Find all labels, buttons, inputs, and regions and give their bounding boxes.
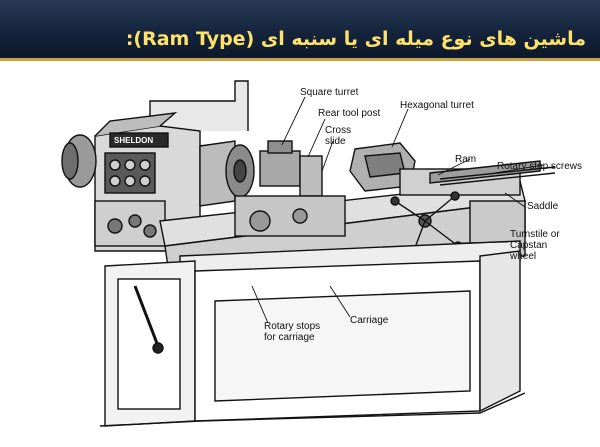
nameplate-label: SHELDON bbox=[114, 136, 154, 145]
label-rotary-stops-line2: for carriage bbox=[264, 332, 315, 343]
label-hexagonal-turret: Hexagonal turret bbox=[400, 100, 474, 111]
slide-title: ماشین های نوع میله ای یا سنبه ای (Ram Ty… bbox=[125, 28, 586, 50]
ram-type-lathe-illustration bbox=[61, 80, 556, 427]
label-turnstile-line2: Capstan bbox=[510, 240, 548, 251]
square-turret-body bbox=[259, 150, 301, 187]
label-rotary-stops-line1: Rotary stops bbox=[264, 321, 321, 332]
left-cabinet-door bbox=[117, 278, 181, 410]
label-turnstile-line3: wheel bbox=[510, 251, 537, 262]
rear-tool-post-body bbox=[299, 155, 323, 197]
label-turnstile-line1: Turnstile or bbox=[510, 229, 560, 240]
label-square-turret: Square turret bbox=[300, 87, 359, 98]
rear-guard-panel bbox=[149, 80, 249, 131]
header-divider bbox=[0, 58, 600, 61]
label-ram: Ram bbox=[455, 154, 477, 165]
gearbox-dials bbox=[104, 152, 156, 194]
label-carriage: Carriage bbox=[350, 315, 389, 326]
label-cross-slide-line2: slide bbox=[325, 136, 346, 147]
label-rotary-stop-screws: Rotary stop screws bbox=[497, 161, 583, 172]
slide-header-banner bbox=[0, 0, 600, 60]
label-rear-tool-post: Rear tool post bbox=[318, 108, 381, 119]
label-saddle: Saddle bbox=[527, 201, 559, 212]
label-cross-slide-line1: Cross bbox=[325, 125, 352, 136]
nameplate-plate bbox=[109, 132, 169, 148]
lathe-diagram: SHELDON Square turret Rear tool post Cro… bbox=[0, 61, 600, 447]
headstock-top bbox=[94, 112, 178, 137]
right-pedestal bbox=[479, 250, 521, 413]
